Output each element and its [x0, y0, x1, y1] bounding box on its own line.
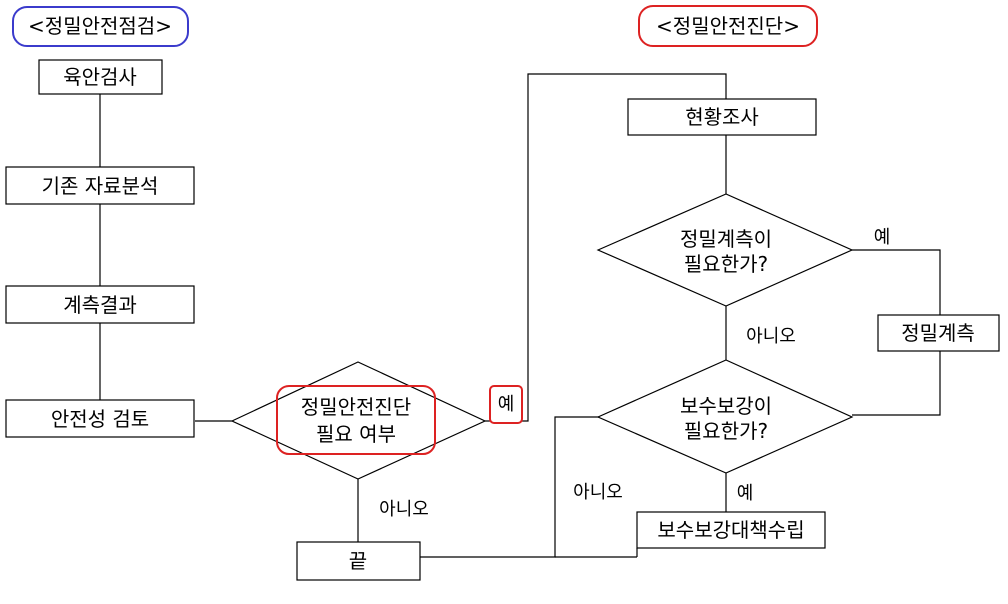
yes-diagnosis-text: 예: [498, 394, 515, 415]
need-measurement-diamond: [596, 193, 854, 307]
diagnosis-header-text: <정밀안전진단>: [656, 14, 800, 38]
yes-repair-label: 예: [737, 483, 754, 504]
need-repair-diamond: [596, 359, 854, 474]
need-repair-text-1: 보수보강이: [680, 394, 772, 418]
visual-inspection-box: 육안검사: [38, 59, 163, 95]
yes-diagnosis-highlight: [489, 385, 523, 424]
diagnosis-header-frame: [638, 5, 818, 47]
yes-diagnosis-label: 예: [489, 385, 523, 424]
need-diagnosis-diamond: [230, 361, 487, 480]
need-diagnosis-decision: 정밀안전진단 필요 여부: [230, 361, 487, 480]
inspection-header: <정밀안전점검>: [12, 6, 189, 47]
visual-inspection-text: 육안검사: [63, 65, 137, 89]
need-diagnosis-text-2: 필요 여부: [316, 422, 396, 446]
measurement-result-box: 계측결과: [5, 285, 195, 324]
need-repair-decision: 보수보강이 필요한가?: [596, 359, 854, 474]
site-survey-text: 현황조사: [685, 105, 759, 129]
inspection-header-text: <정밀안전점검>: [28, 14, 172, 38]
need-measurement-decision: 정밀계측이 필요한가?: [596, 193, 854, 307]
safety-review-box: 안전성 검토: [5, 399, 195, 438]
repair-plan-text: 보수보강대책수립: [657, 518, 804, 542]
connector-lines: [99, 73, 941, 558]
end-text: 끝: [349, 549, 367, 573]
no-repair-label: 아니오: [573, 482, 623, 503]
connector-repair-no-to-end: [420, 416, 600, 558]
need-repair-text-2: 필요한가?: [684, 419, 768, 443]
precise-measurement-text: 정밀계측: [901, 321, 975, 345]
safety-review-text: 안전성 검토: [51, 407, 149, 431]
repair-plan-box: 보수보강대책수립: [636, 511, 826, 549]
diagnosis-header: <정밀안전진단>: [638, 5, 818, 47]
no-diagnosis-label: 아니오: [379, 499, 429, 520]
yes-measurement-label: 예: [874, 227, 891, 248]
need-diagnosis-text-1: 정밀안전진단: [301, 395, 411, 419]
connector-measure-yes: [852, 249, 941, 315]
existing-data-text: 기존 자료분석: [42, 174, 159, 198]
end-box: 끝: [296, 541, 421, 581]
inspection-header-frame: [12, 6, 189, 47]
need-diagnosis-highlight: [276, 385, 436, 455]
need-measurement-text-2: 필요한가?: [684, 252, 768, 276]
existing-data-box: 기존 자료분석: [5, 166, 195, 205]
need-measurement-text-1: 정밀계측이: [680, 227, 772, 251]
measurement-result-text: 계측결과: [63, 293, 137, 317]
no-measurement-label: 아니오: [746, 326, 796, 347]
connector-measurement-back: [852, 351, 941, 416]
precise-measurement-box: 정밀계측: [877, 314, 1000, 352]
site-survey-box: 현황조사: [627, 98, 817, 136]
